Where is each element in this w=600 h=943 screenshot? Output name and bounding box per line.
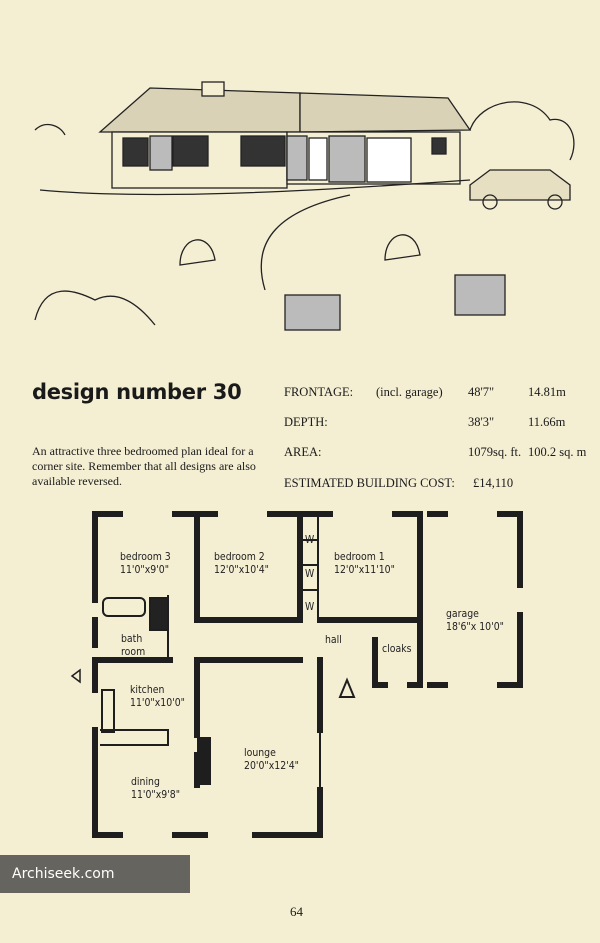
cost-label: ESTIMATED BUILDING COST: [284, 476, 455, 490]
room-cloaks: cloaks [382, 642, 412, 655]
frontage-metric: 14.81m [528, 385, 566, 399]
depth-metric: 11.66m [528, 415, 566, 429]
house-sketch [34, 81, 575, 331]
room-hall: hall [325, 633, 342, 646]
area-label: AREA: [284, 445, 322, 459]
frontage-imperial: 48'7" [468, 385, 495, 399]
wardrobe-1: W [305, 533, 315, 546]
depth-imperial: 38'3" [468, 415, 495, 429]
wardrobe-2: W [305, 567, 315, 580]
wardrobe-3: W [305, 600, 315, 613]
page-title: design number 30 [32, 380, 242, 404]
depth-label: DEPTH: [284, 415, 328, 429]
area-imperial: 1079sq. ft. [468, 445, 522, 459]
design-description: An attractive three bedroomed plan ideal… [32, 444, 256, 488]
watermark-badge: Archiseek.com [0, 855, 190, 893]
frontage-label: FRONTAGE: [284, 385, 354, 399]
area-metric: 100.2 sq. m [528, 445, 587, 459]
frontage-note: (incl. garage) [376, 385, 443, 399]
page-number: 64 [290, 904, 303, 919]
cost-value: £14,110 [473, 476, 514, 490]
